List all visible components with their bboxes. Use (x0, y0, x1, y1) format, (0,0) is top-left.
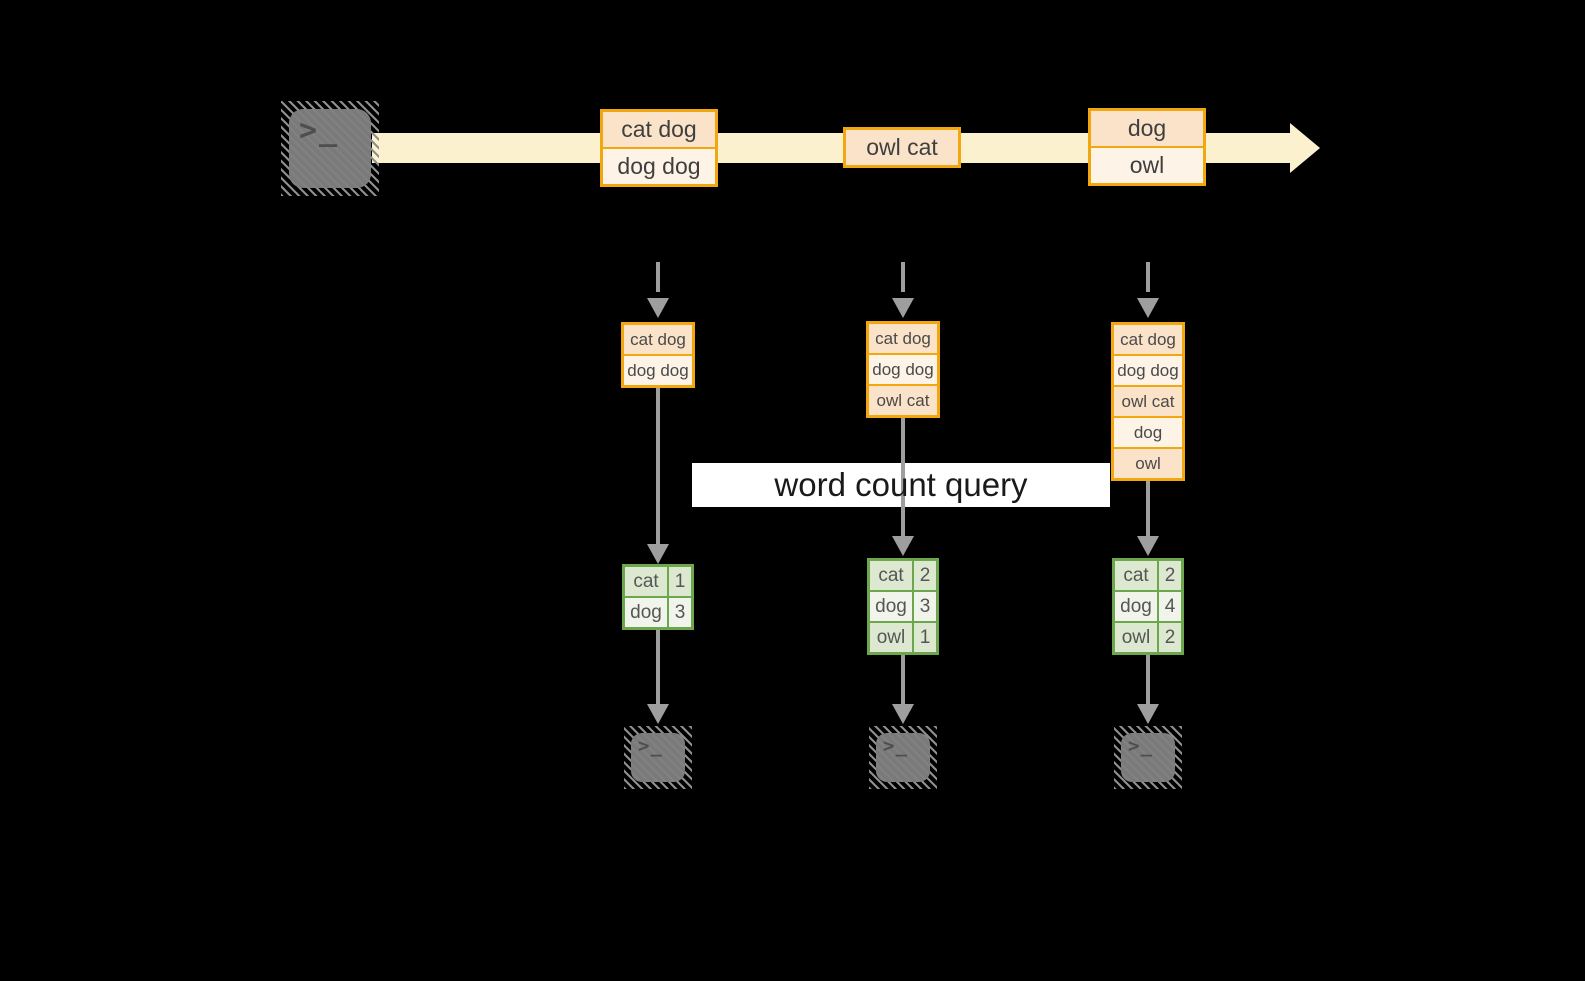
source-terminal-icon: >_ (281, 101, 379, 196)
state-row: cat dog (624, 325, 692, 354)
message: cat dog (603, 112, 715, 147)
count-cell: 2 (1159, 561, 1181, 590)
word-cell: dog (870, 592, 912, 621)
terminal-screen: >_ (289, 109, 371, 188)
query-arrow-shaft (656, 388, 660, 544)
terminal-prompt-glyph: >_ (638, 735, 663, 757)
message: dog (1091, 111, 1203, 146)
terminal-prompt-glyph: >_ (1128, 735, 1153, 757)
output-arrow-head (892, 704, 914, 724)
table-row: cat 2 (1115, 561, 1181, 590)
word-cell: owl (1115, 623, 1157, 652)
word-cell: owl (870, 623, 912, 652)
sink-terminal-icon: >_ (1114, 726, 1182, 789)
table-row: owl 2 (1115, 623, 1181, 652)
count-cell: 2 (1159, 623, 1181, 652)
state-row: dog (1114, 418, 1182, 447)
dashed-arrow-shaft (1146, 262, 1150, 292)
message-box-2: owl cat (843, 127, 961, 168)
output-arrow-head (647, 704, 669, 724)
state-stack-2: cat dog dog dog owl cat (866, 321, 940, 418)
word-cell: cat (625, 567, 667, 596)
state-row: dog dog (624, 356, 692, 385)
count-table-3: cat 2 dog 4 owl 2 (1112, 558, 1184, 655)
table-row: owl 1 (870, 623, 936, 652)
table-row: cat 2 (870, 561, 936, 590)
output-arrow-head (1137, 704, 1159, 724)
table-row: dog 4 (1115, 592, 1181, 621)
terminal-screen: >_ (876, 733, 930, 782)
count-cell: 3 (914, 592, 936, 621)
query-arrow-head (892, 536, 914, 556)
stream-arrow-head (1290, 123, 1320, 173)
dashed-arrow-shaft (656, 262, 660, 292)
count-cell: 2 (914, 561, 936, 590)
message-box-1: cat dog dog dog (600, 109, 718, 187)
count-cell: 1 (914, 623, 936, 652)
dashed-arrow-head (647, 298, 669, 318)
query-arrow-shaft (901, 418, 905, 536)
terminal-prompt-glyph: >_ (883, 735, 908, 757)
sink-terminal-icon: >_ (869, 726, 937, 789)
word-cell: cat (1115, 561, 1157, 590)
output-arrow-shaft (901, 655, 905, 704)
state-stack-1: cat dog dog dog (621, 322, 695, 388)
table-row: dog 3 (625, 598, 691, 627)
table-row: cat 1 (625, 567, 691, 596)
state-row: cat dog (1114, 325, 1182, 354)
output-arrow-shaft (1146, 655, 1150, 704)
count-cell: 4 (1159, 592, 1181, 621)
query-arrow-head (1137, 536, 1159, 556)
count-table-1: cat 1 dog 3 (622, 564, 694, 630)
sink-terminal-icon: >_ (624, 726, 692, 789)
message: dog dog (603, 149, 715, 184)
table-row: dog 3 (870, 592, 936, 621)
message-box-3: dog owl (1088, 108, 1206, 186)
message: owl (1091, 148, 1203, 183)
state-row: cat dog (869, 324, 937, 353)
dashed-arrow-head (1137, 298, 1159, 318)
state-row: owl cat (869, 386, 937, 415)
word-cell: cat (870, 561, 912, 590)
word-cell: dog (1115, 592, 1157, 621)
terminal-prompt-glyph: >_ (299, 113, 340, 148)
query-arrow-shaft (1146, 481, 1150, 536)
message: owl cat (846, 130, 958, 165)
state-row: owl (1114, 449, 1182, 478)
word-cell: dog (625, 598, 667, 627)
state-row: dog dog (869, 355, 937, 384)
state-row: dog dog (1114, 356, 1182, 385)
query-arrow-head (647, 544, 669, 564)
dashed-arrow-shaft (901, 262, 905, 292)
count-cell: 3 (669, 598, 691, 627)
state-row: owl cat (1114, 387, 1182, 416)
dashed-arrow-head (892, 298, 914, 318)
state-stack-3: cat dog dog dog owl cat dog owl (1111, 322, 1185, 481)
terminal-screen: >_ (631, 733, 685, 782)
count-cell: 1 (669, 567, 691, 596)
query-banner-label: word count query (774, 466, 1028, 503)
output-arrow-shaft (656, 630, 660, 704)
count-table-2: cat 2 dog 3 owl 1 (867, 558, 939, 655)
terminal-screen: >_ (1121, 733, 1175, 782)
